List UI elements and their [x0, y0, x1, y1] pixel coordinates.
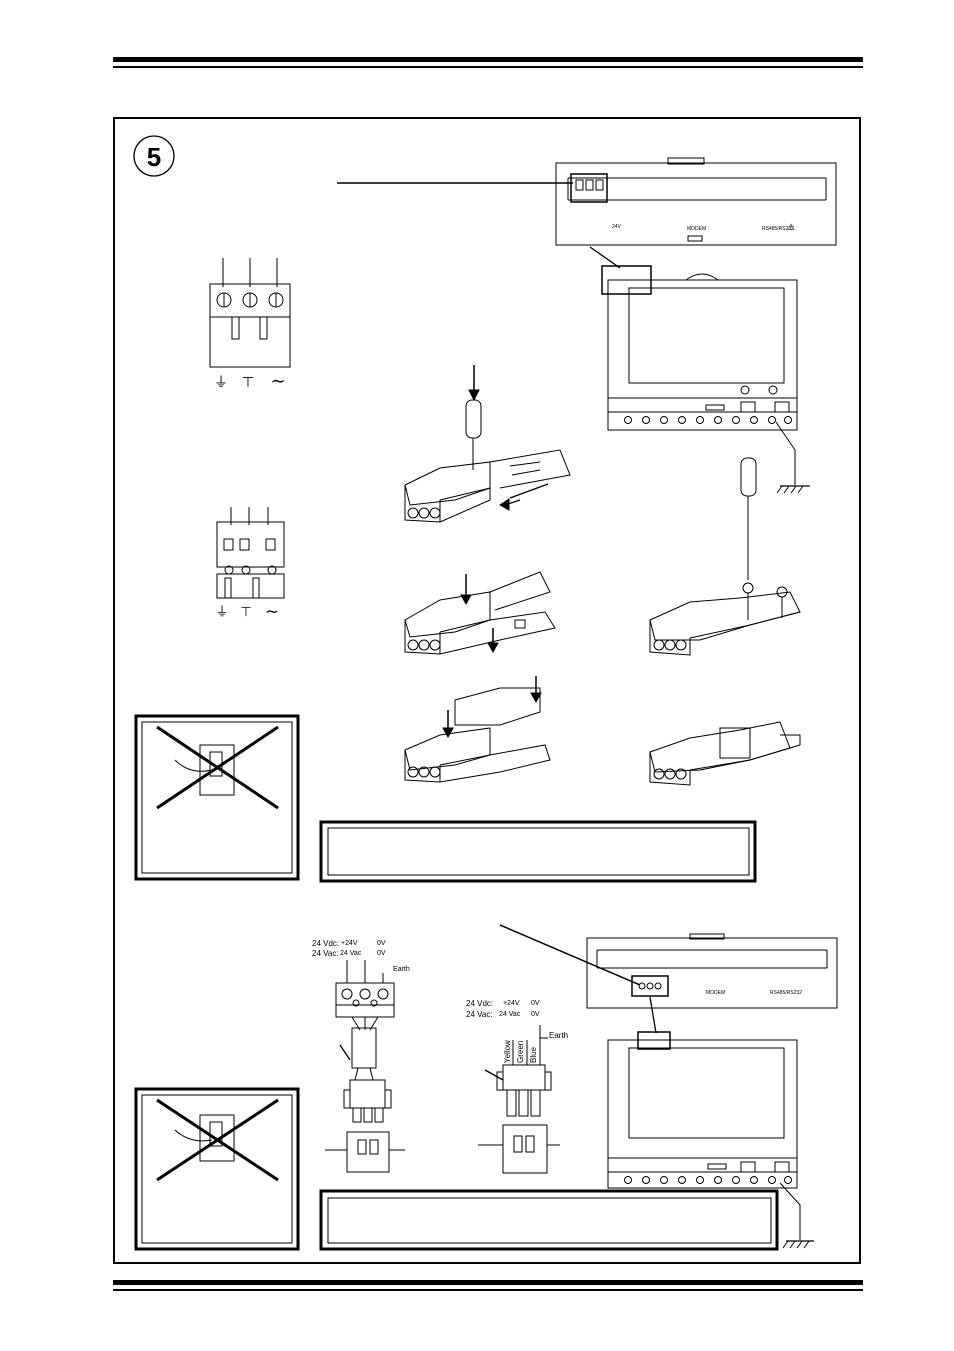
earth-symbol-top	[775, 421, 810, 494]
device-bottom-side	[586, 933, 838, 1034]
earth-symbol-bottom	[779, 1182, 814, 1249]
device-label-rs: RS485/RS232	[762, 226, 794, 232]
terminal-block-spring: ⏚ ⊤ ∼	[215, 507, 285, 622]
note-box-2	[319, 1189, 779, 1251]
header-rule-thick	[113, 57, 863, 62]
right-earth-label: Earth	[549, 1031, 569, 1040]
terminal-label-ground: ⊤	[242, 375, 254, 391]
leader-line-bottom	[499, 924, 641, 986]
right-vac-zero: 0V	[531, 1011, 540, 1018]
wiring-harness-right	[478, 1025, 560, 1174]
device-label-modem: MODEM	[687, 226, 707, 232]
footer-rule-thin	[113, 1289, 863, 1291]
wire-label-yellow: Yellow	[503, 1040, 512, 1063]
left-vac-value: 24 Vac	[340, 950, 362, 957]
right-vac-label: 24 Vac:	[466, 1010, 493, 1019]
figure-frame	[113, 117, 861, 1264]
footer-rule-thick	[113, 1280, 863, 1285]
terminal-screws-row-bottom	[624, 1176, 792, 1184]
assembly-step-1	[404, 365, 571, 523]
step-badge: 5	[133, 135, 175, 177]
device-label-power: 24V	[612, 224, 621, 230]
wiring-harness-left	[325, 960, 405, 1173]
device-bottom-front	[607, 1039, 798, 1189]
terminal-label-ac: ∼	[270, 371, 285, 392]
header-rule-thin	[113, 66, 863, 68]
right-vdc-plus: +24V	[503, 1000, 520, 1007]
forbidden-box-2	[134, 1087, 300, 1251]
left-vdc-plus: +24V	[341, 940, 358, 947]
left-vac-zero: 0V	[377, 950, 386, 957]
device-top-front	[607, 273, 798, 431]
terminal-block-screw: ⏚ ⊤ ∼	[209, 258, 291, 392]
terminal-label-earth-b: ⏚	[215, 605, 228, 620]
assembly-step-5	[649, 721, 801, 786]
right-vdc-zero: 0V	[531, 1000, 540, 1007]
terminal-label-ac-b: ∼	[265, 602, 279, 622]
assembly-step-2	[404, 571, 556, 655]
wire-label-blue: Blue	[529, 1046, 538, 1063]
assembly-step-4	[404, 676, 551, 783]
left-earth-label: Earth	[393, 966, 410, 973]
left-vdc-label: 24 Vdc:	[312, 939, 340, 948]
wire-label-green: Green	[516, 1040, 525, 1063]
step-number: 5	[147, 142, 161, 172]
assembly-step-3	[649, 457, 801, 656]
device-label-modem-bottom: MODEM	[706, 990, 726, 996]
device-label-warning: ⚠	[787, 222, 796, 232]
left-vac-label: 24 Vac:	[312, 949, 339, 958]
left-vdc-zero: 0V	[377, 940, 386, 947]
note-box-1	[319, 820, 757, 883]
terminal-screws-row-top	[624, 416, 792, 424]
forbidden-box-1	[134, 714, 300, 881]
terminal-label-earth: ⏚	[214, 375, 228, 391]
device-label-rs-bottom: RS485/RS232	[770, 990, 802, 996]
terminal-label-ground-b: ⊤	[240, 605, 251, 620]
right-vac-value: 24 Vac	[499, 1011, 521, 1018]
device-top-side	[555, 157, 837, 269]
right-vdc-label: 24 Vdc:	[466, 999, 494, 1008]
